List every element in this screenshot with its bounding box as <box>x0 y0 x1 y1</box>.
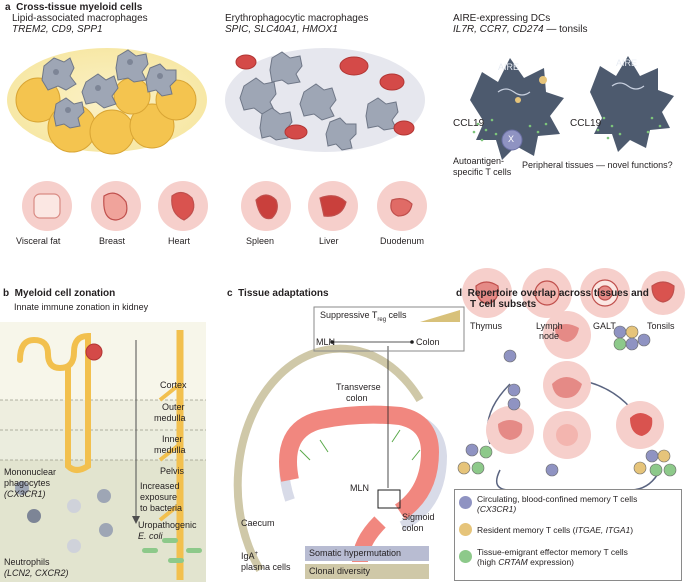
erythro-macrophage-genes: SPIC, SLC40A1, HMOX1 <box>225 24 338 35</box>
treg-label: Suppressive Treg cells <box>320 310 407 323</box>
panel-d-heading: d Repertoire overlap across tissues and <box>456 288 649 299</box>
exposure-label-2: exposure <box>140 492 178 502</box>
zone-outer: Outer <box>162 402 185 412</box>
mono-label-3: (CX3CR1) <box>4 489 46 499</box>
uro-label-1: Uropathogenic <box>138 520 197 530</box>
aire-dc-genes: IL7R, CCR7, CD274 — tonsils <box>453 24 588 35</box>
sigmoid-label-2: colon <box>402 523 424 533</box>
tissue-label-spleen: Spleen <box>246 236 275 246</box>
neut-label-2: (LCN2, CXCR2) <box>4 568 69 578</box>
clonal-bar: Clonal diversity <box>305 564 429 579</box>
aire-label-left: AIRE <box>498 62 520 72</box>
zone-cortex: Cortex <box>160 380 187 390</box>
peripheral-tissues-label: Peripheral tissues — novel functions? <box>522 160 673 170</box>
autoantigen-label-2: specific T cells <box>453 167 512 177</box>
lipid-macrophage-genes: TREM2, CD9, SPP1 <box>12 24 103 35</box>
ccl19-right-label: CCL19 <box>570 118 602 129</box>
transverse-label-2: colon <box>346 393 368 403</box>
plasma-label: plasma cells <box>241 562 291 572</box>
tissue-label-node: node <box>539 331 560 341</box>
legend-dot-resident <box>459 523 472 536</box>
sigmoid-label-1: Sigmoid <box>402 512 435 522</box>
tissue-label-thymus: Thymus <box>470 321 503 331</box>
tissue-label-lymph: Lymph <box>536 321 563 331</box>
colon-right-label: Colon <box>416 337 440 347</box>
neut-label-1: Neutrophils <box>4 557 50 567</box>
tissue-label-heart: Heart <box>168 236 191 246</box>
uro-label-2: E. coli <box>138 531 163 541</box>
tissue-label-galt: GALT <box>593 321 616 331</box>
aire-label-right: AIRE <box>616 58 638 68</box>
mono-label-1: Mononuclear <box>4 467 57 477</box>
legend-emigrant-2: (high CRTAM expression) <box>477 557 575 567</box>
tissue-label-breast: Breast <box>99 236 126 246</box>
panel-c-heading: c Tissue adaptations <box>227 288 329 299</box>
panel-d-heading-line2: T cell subsets <box>470 299 537 310</box>
legend-dot-emigrant <box>459 550 472 563</box>
legend-dot-circulating <box>459 496 472 509</box>
tissue-label-liver: Liver <box>319 236 339 246</box>
aire-dc-cells <box>470 56 674 160</box>
transverse-label-1: Transverse <box>336 382 381 392</box>
legend-circulating-1: Circulating, blood-confined memory T cel… <box>477 494 638 504</box>
x-cell-label: X <box>508 134 515 144</box>
exposure-label-1: Increased <box>140 481 180 491</box>
colon-diagram <box>233 306 465 573</box>
kidney-zonation <box>0 322 206 582</box>
caecum-label: Caecum <box>241 518 275 528</box>
somatic-label: Somatic hypermutation <box>309 548 402 558</box>
legend-emigrant-1: Tissue-emigrant effector memory T cells <box>477 547 628 557</box>
organ-glyphs <box>33 191 675 307</box>
lipid-macrophage-title: Lipid-associated macrophages <box>12 13 148 24</box>
exposure-label-3: to bacteria <box>140 503 183 513</box>
repertoire-diagram <box>457 311 677 491</box>
clonal-label: Clonal diversity <box>309 566 371 576</box>
somatic-bar: Somatic hypermutation <box>305 546 429 561</box>
zone-inner-medulla: medulla <box>154 445 186 455</box>
erythro-macrophage-cluster <box>225 48 425 152</box>
autoantigen-label-1: Autoantigen- <box>453 156 505 166</box>
iga-label: IgA+ <box>241 551 259 561</box>
tissue-label-visceral-fat: Visceral fat <box>16 236 61 246</box>
mln-left-label: MLN <box>316 337 336 347</box>
zone-outer-medulla: medulla <box>154 413 186 423</box>
lipid-macrophage-cluster <box>7 48 207 155</box>
mln-label: MLN <box>350 483 370 493</box>
panel-b-subtitle: Innate immune zonation in kidney <box>14 302 149 312</box>
panel-a-heading: a Cross-tissue myeloid cells <box>5 2 143 13</box>
legend-circulating-2: (CX3CR1) <box>477 504 517 514</box>
ccl19-left-label: CCL19 <box>453 118 485 129</box>
aire-dc-title: AIRE-expressing DCs <box>453 13 551 24</box>
tissue-label-duodenum: Duodenum <box>380 236 425 246</box>
erythro-macrophage-title: Erythrophagocytic macrophages <box>225 13 369 24</box>
zone-pelvis: Pelvis <box>160 466 185 476</box>
legend: Circulating, blood-confined memory T cel… <box>454 489 682 581</box>
mono-label-2: phagocytes <box>4 478 51 488</box>
legend-resident: Resident memory T cells (ITGAE, ITGA1) <box>477 525 634 535</box>
tissue-label-tonsils: Tonsils <box>647 321 675 331</box>
zone-inner: Inner <box>162 434 183 444</box>
panel-b-heading: b Myeloid cell zonation <box>3 288 116 299</box>
tissue-icons-row <box>22 181 685 318</box>
